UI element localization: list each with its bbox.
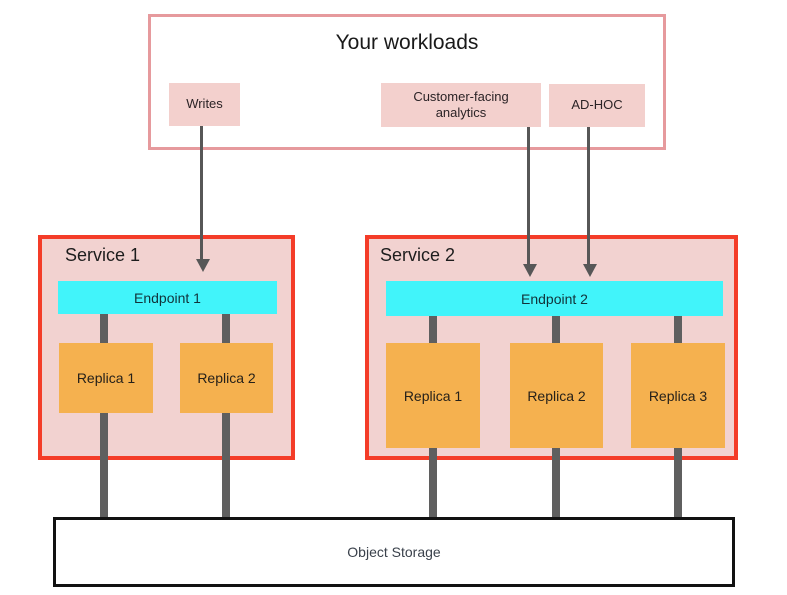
arrowhead-analytics-icon: [523, 264, 537, 277]
arrow-analytics-to-endpoint2: [527, 127, 530, 265]
object-storage-label: Object Storage: [347, 544, 441, 560]
service-2-endpoint: Endpoint 2: [386, 281, 723, 316]
connector-s1-replica2-storage: [222, 314, 230, 518]
service-1-replica-1: Replica 1: [59, 343, 153, 413]
workload-adhoc-label: AD-HOC: [571, 97, 623, 113]
arrow-adhoc-to-endpoint2: [587, 127, 590, 265]
service-2-replica-1: Replica 1: [386, 343, 480, 448]
workload-customer-facing-analytics: Customer-facing analytics: [381, 83, 541, 127]
service-2-replica-1-label: Replica 1: [403, 387, 463, 404]
connector-s1-replica1-storage: [100, 314, 108, 518]
arrowhead-adhoc-icon: [583, 264, 597, 277]
workload-cfa-label: Customer-facing analytics: [413, 88, 509, 120]
workload-adhoc: AD-HOC: [549, 84, 645, 127]
service-2-replica-3-label: Replica 3: [648, 387, 708, 404]
workloads-box: [148, 14, 666, 150]
service-2-replica-2: Replica 2: [510, 343, 603, 448]
service-1-replica-2-label: Replica 2: [197, 370, 256, 386]
workload-writes: Writes: [169, 83, 240, 126]
object-storage-box: Object Storage: [53, 517, 735, 587]
service-1-replica-2: Replica 2: [180, 343, 273, 413]
workload-writes-label: Writes: [186, 96, 223, 112]
service-2-replica-3: Replica 3: [631, 343, 725, 448]
workloads-title: Your workloads: [335, 31, 479, 54]
arrow-writes-to-endpoint1: [200, 126, 203, 260]
service-2-title: Service 2: [380, 245, 456, 265]
service-1-title: Service 1: [65, 245, 141, 265]
service-1-endpoint-label: Endpoint 1: [134, 289, 201, 306]
service-2-endpoint-label: Endpoint 2: [521, 290, 588, 307]
service-2-replica-2-label: Replica 2: [527, 387, 586, 404]
service-1-replica-1-label: Replica 1: [76, 370, 136, 386]
arrowhead-writes-icon: [196, 259, 210, 272]
service-1-endpoint: Endpoint 1: [58, 281, 277, 314]
